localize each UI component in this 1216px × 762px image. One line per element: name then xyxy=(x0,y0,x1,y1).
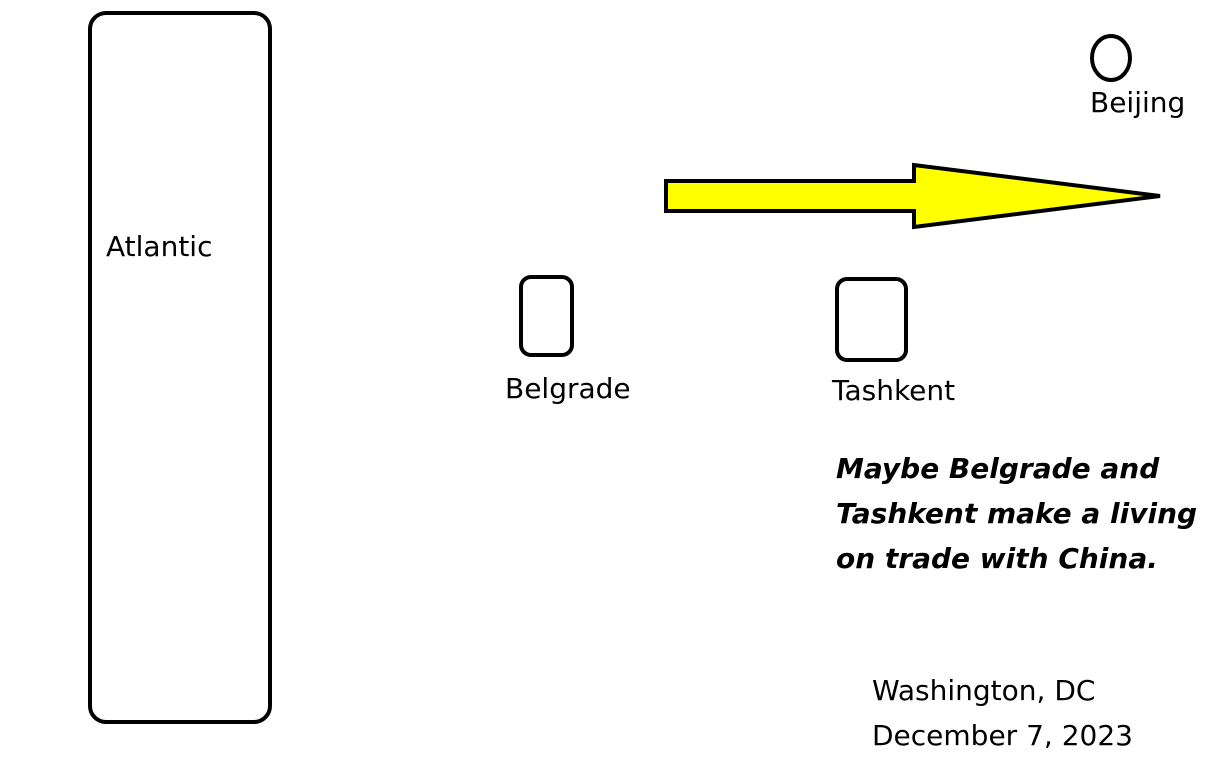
trade-arrow xyxy=(664,162,1161,230)
footer-location: Washington, DC xyxy=(872,674,1096,707)
caption-line-3: on trade with China. xyxy=(836,542,1158,575)
footer-date: December 7, 2023 xyxy=(872,719,1133,752)
atlantic-label: Atlantic xyxy=(106,230,213,263)
tashkent-box xyxy=(835,277,908,362)
caption-text: Maybe Belgrade and Tashkent make a livin… xyxy=(836,446,1206,581)
atlantic-box xyxy=(88,11,272,724)
beijing-circle xyxy=(1090,34,1132,82)
caption-line-1: Maybe Belgrade and xyxy=(836,452,1160,485)
tashkent-label: Tashkent xyxy=(832,374,956,407)
beijing-label: Beijing xyxy=(1090,86,1186,119)
belgrade-label: Belgrade xyxy=(505,372,631,405)
belgrade-box xyxy=(519,275,574,357)
caption-line-2: Tashkent make a living xyxy=(836,497,1198,530)
